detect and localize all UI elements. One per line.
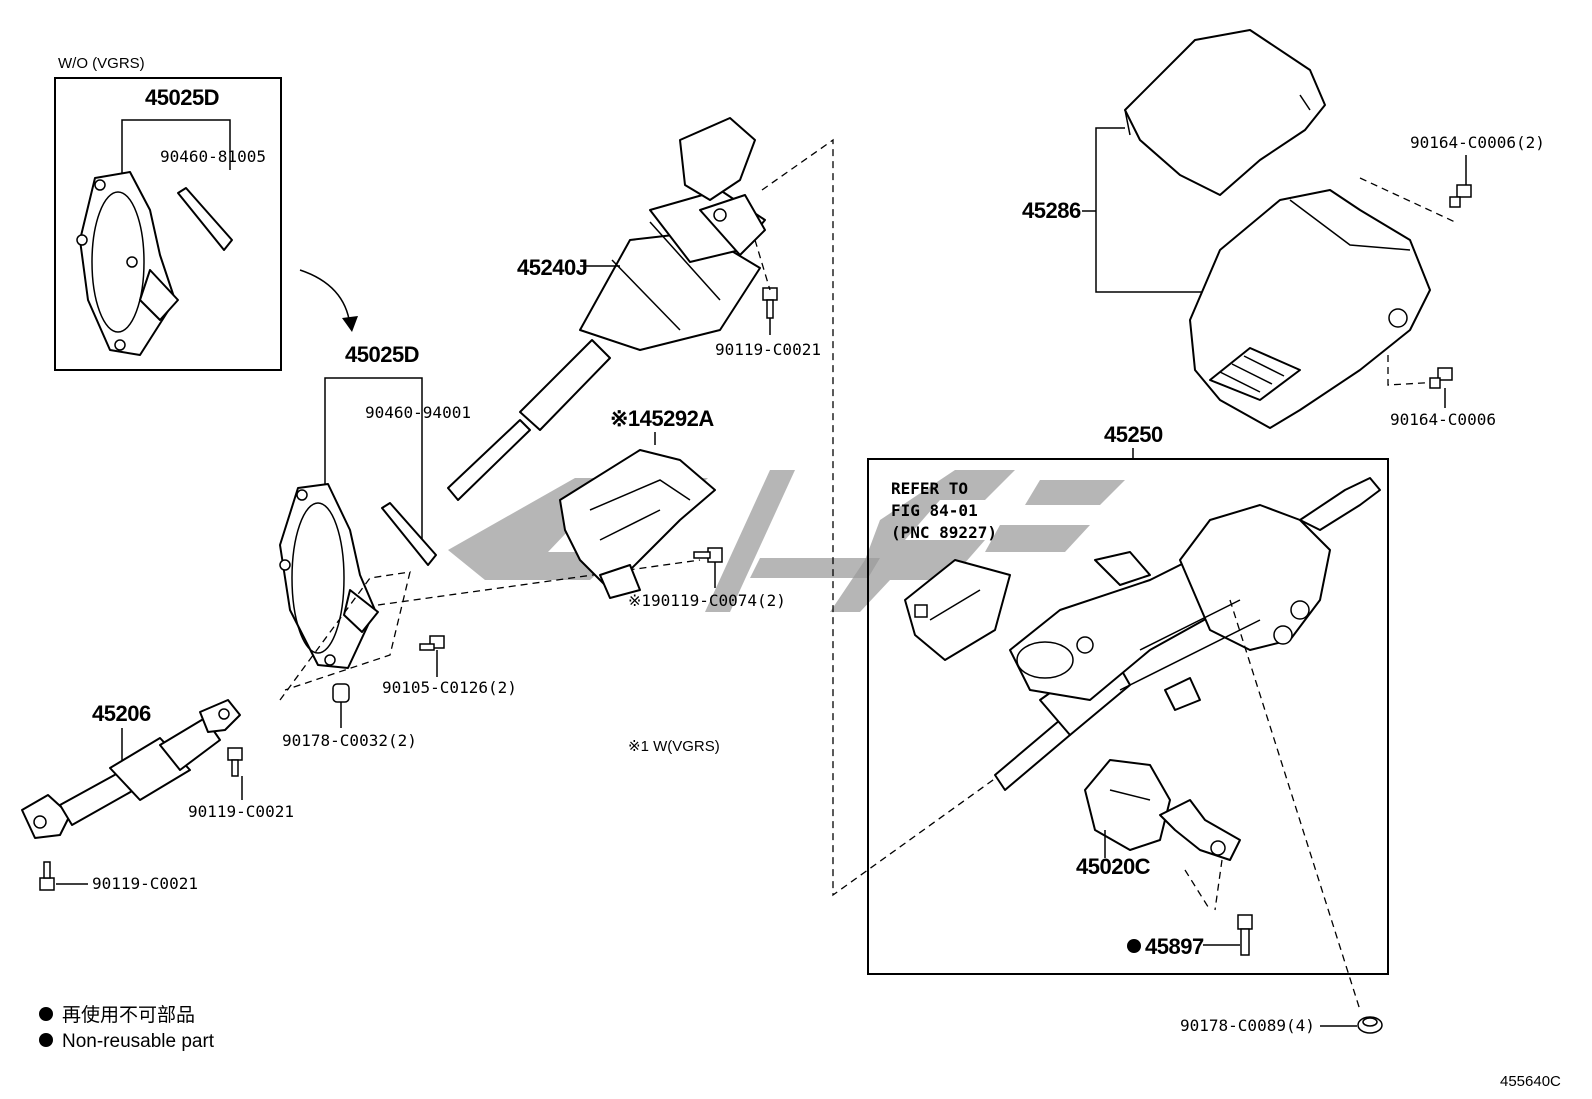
part-45897-label: 45897 bbox=[1145, 934, 1204, 959]
wo-vgrs-label: W/O (VGRS) bbox=[58, 55, 145, 72]
part-90105-c0126-label: 90105-C0126(2) bbox=[382, 678, 517, 697]
part-45020c-label: 45020C bbox=[1076, 854, 1151, 879]
bolt-90119-c0021-a bbox=[762, 287, 778, 319]
part-90119-c0021-c-label: 90119-C0021 bbox=[92, 874, 198, 893]
watermark-logo bbox=[448, 470, 1125, 612]
actuator-rod bbox=[1159, 799, 1241, 861]
bracket-45292a bbox=[559, 449, 716, 599]
part-90178-c0089-label: 90178-C0089(4) bbox=[1180, 1016, 1315, 1035]
lower-cover bbox=[1189, 189, 1431, 429]
bolt-45897 bbox=[1237, 914, 1253, 956]
dash-cover-bolt-b bbox=[1387, 355, 1441, 386]
part-90460-81005-label: 90460-81005 bbox=[160, 147, 266, 166]
part-45240j-label: 45240J bbox=[517, 255, 587, 280]
non-reusable-marker bbox=[1127, 939, 1141, 953]
dash-shaft-bolt bbox=[754, 239, 771, 291]
part-45286-label: 45286 bbox=[1022, 198, 1081, 223]
part-45292a-label: ※145292A bbox=[610, 406, 714, 431]
part-90119-c0021-a-label: 90119-C0021 bbox=[715, 340, 821, 359]
refer-line-2: FIG 84-01 bbox=[891, 501, 978, 520]
part-45206-label: 45206 bbox=[92, 701, 151, 726]
part-45025d-top-label: 45025D bbox=[145, 85, 219, 110]
part-90119-c0074-label: ※190119-C0074(2) bbox=[628, 591, 786, 610]
intermediate-shaft-45240j bbox=[447, 117, 766, 501]
part-90460-94001-label: 90460-94001 bbox=[365, 403, 471, 422]
column-assy-box bbox=[867, 458, 1389, 975]
bolt-90105-c0126 bbox=[419, 635, 445, 651]
lower-shaft-45206 bbox=[21, 699, 241, 839]
switch-bracket bbox=[904, 559, 1011, 661]
refer-line-3: (PNC 89227) bbox=[891, 523, 997, 542]
dash-plate-mount bbox=[279, 571, 411, 701]
wo-vgrs-box bbox=[54, 77, 282, 371]
leader-45286 bbox=[1095, 127, 1205, 293]
diagram-id: 455640C bbox=[1500, 1073, 1561, 1090]
dash-plate-to-bolt bbox=[377, 559, 701, 606]
bolt-90164-c0006-2 bbox=[1449, 184, 1472, 208]
part-90178-c0032-label: 90178-C0032(2) bbox=[282, 731, 417, 750]
bolt-90164-c0006 bbox=[1429, 367, 1453, 389]
bolt-90119-c0021-b bbox=[227, 747, 243, 777]
w-vgrs-note: ※1 W(VGRS) bbox=[628, 738, 720, 755]
part-90164-c0006-2-label: 90164-C0006(2) bbox=[1410, 133, 1545, 152]
part-90119-c0021-b-label: 90119-C0021 bbox=[188, 802, 294, 821]
part-90164-c0006-label: 90164-C0006 bbox=[1390, 410, 1496, 429]
legend-jp-text: 再使用不可部品 bbox=[62, 1004, 195, 1026]
part-45250-label: 45250 bbox=[1104, 422, 1163, 447]
dust-seal-plate-top bbox=[76, 171, 179, 356]
strip-90460-81005 bbox=[177, 187, 233, 251]
dash-45897-a bbox=[1184, 869, 1211, 911]
arrow-head bbox=[342, 316, 358, 332]
legend-bullet-en bbox=[39, 1033, 53, 1047]
strip-90460-94001 bbox=[381, 502, 437, 566]
nut-90178-c0032 bbox=[332, 683, 350, 703]
legend-en-text: Non-reusable part bbox=[62, 1031, 215, 1052]
nut-90178-c0089 bbox=[1357, 1016, 1383, 1034]
leader-45025d-mid bbox=[324, 377, 423, 540]
bolt-90119-c0074 bbox=[693, 547, 723, 563]
refer-line-1: REFER TO bbox=[891, 479, 968, 498]
leader-45025d-top bbox=[121, 119, 231, 180]
transition-arrow bbox=[299, 269, 351, 326]
dash-45897-b bbox=[1214, 859, 1223, 911]
dash-cover-bolt-a bbox=[1359, 177, 1456, 223]
legend-bullet-jp bbox=[39, 1007, 53, 1021]
bolt-90119-c0021-c bbox=[39, 861, 55, 891]
column-cover-45020c bbox=[1084, 759, 1171, 851]
upper-cover bbox=[1124, 29, 1326, 196]
steering-column bbox=[994, 477, 1381, 791]
part-45025d-mid-label: 45025D bbox=[345, 342, 419, 367]
dust-seal-plate-mid bbox=[279, 483, 379, 669]
